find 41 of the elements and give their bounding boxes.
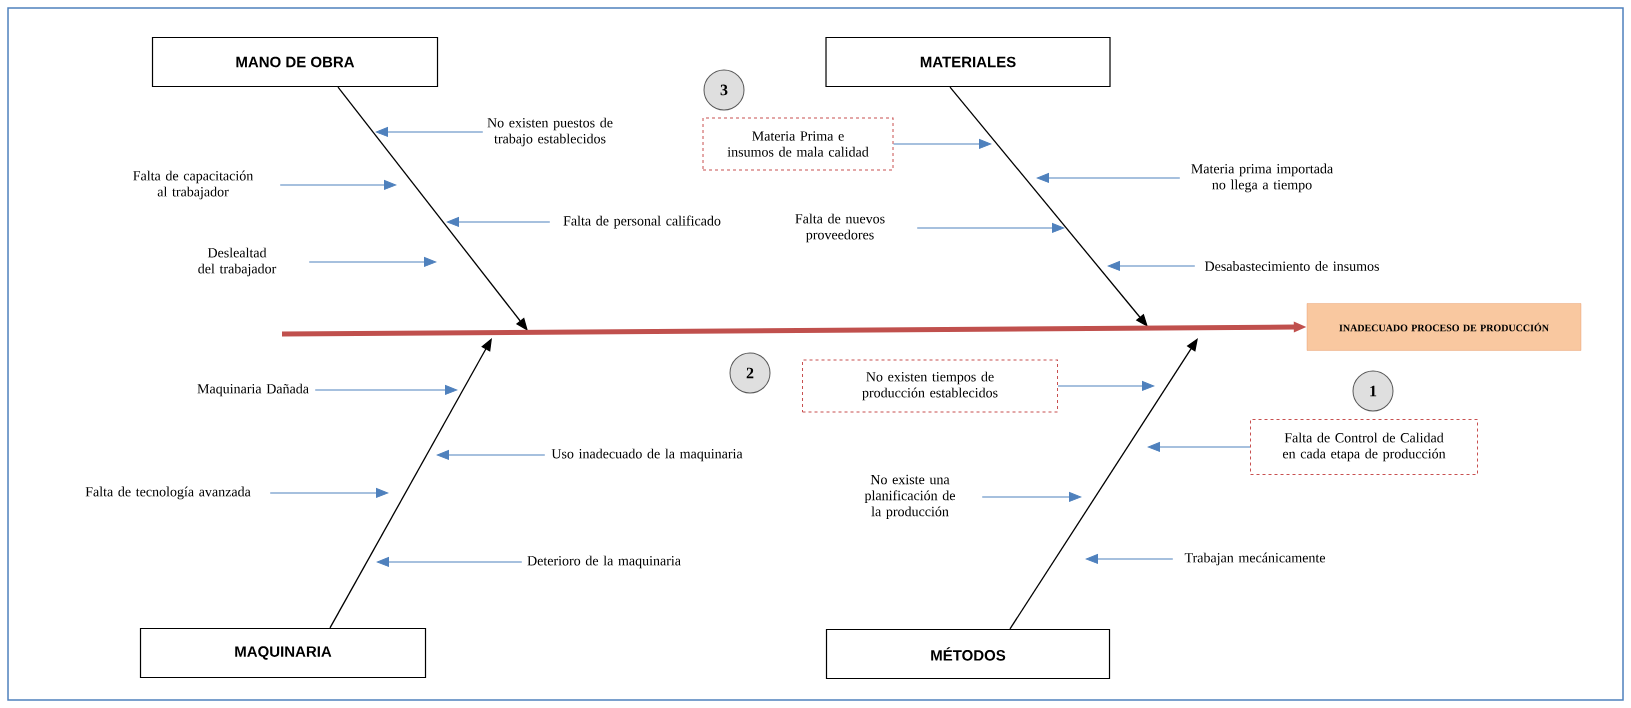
cause-text: Maquinaria Dañada <box>197 383 309 397</box>
cause-text: Materia prima importada no llega a tiempo <box>1191 163 1333 193</box>
cause-box: No existen tiempos de producción establecidos <box>802 359 1058 413</box>
arrow <box>436 450 546 460</box>
category-box: MATERIALES <box>825 36 1111 88</box>
arrow <box>375 127 484 137</box>
arrow <box>279 180 397 190</box>
arrow <box>916 223 1065 233</box>
arrow <box>446 217 551 227</box>
arrow <box>1036 173 1181 183</box>
cause-text: Falta de personal calificado <box>563 215 721 229</box>
arrow <box>981 492 1082 502</box>
cause-text: Trabajan mecánicamente <box>1184 552 1326 566</box>
bone-arrow <box>329 338 492 629</box>
bone-arrow <box>1009 338 1198 630</box>
cause-box: Materia Prima e insumos de mala calidad <box>702 117 894 171</box>
bone-arrow <box>337 86 528 331</box>
arrow <box>1147 442 1251 452</box>
cause-text: Deslealtad del trabajador <box>198 247 277 277</box>
bone-arrow <box>949 86 1148 327</box>
arrow <box>893 139 992 149</box>
arrow <box>1085 554 1174 564</box>
cause-text: Desabastecimiento de insumos <box>1204 261 1379 271</box>
cause-text: Deterioro de la maquinaria <box>527 555 681 569</box>
category-box: MANO DE OBRA <box>151 36 439 88</box>
arrow <box>308 257 437 267</box>
category-box: MAQUINARIA <box>139 627 427 679</box>
arrow <box>314 385 458 395</box>
cause-text: Falta de capacitación al trabajador <box>133 170 254 200</box>
effect-box: INADECUADO PROCESO DE PRODUCCIÓN <box>1306 303 1582 351</box>
cause-text: Falta de nuevos proveedores <box>795 213 885 243</box>
cause-box: Falta de Control de Calidad en cada etapa de producción <box>1250 419 1478 475</box>
cause-text: Falta de tecnología avanzada <box>85 486 251 500</box>
arrow <box>269 488 389 498</box>
cause-text: No existe una planificación de la producción <box>864 474 955 520</box>
arrow <box>1107 261 1196 271</box>
arrow <box>376 557 523 567</box>
cause-text: Uso inadecuado de la maquinaria <box>551 448 743 462</box>
arrow <box>1057 381 1155 391</box>
cause-text: No existen puestos de trabajo establecidos <box>487 117 613 147</box>
category-box: MÉTODOS <box>825 628 1111 680</box>
